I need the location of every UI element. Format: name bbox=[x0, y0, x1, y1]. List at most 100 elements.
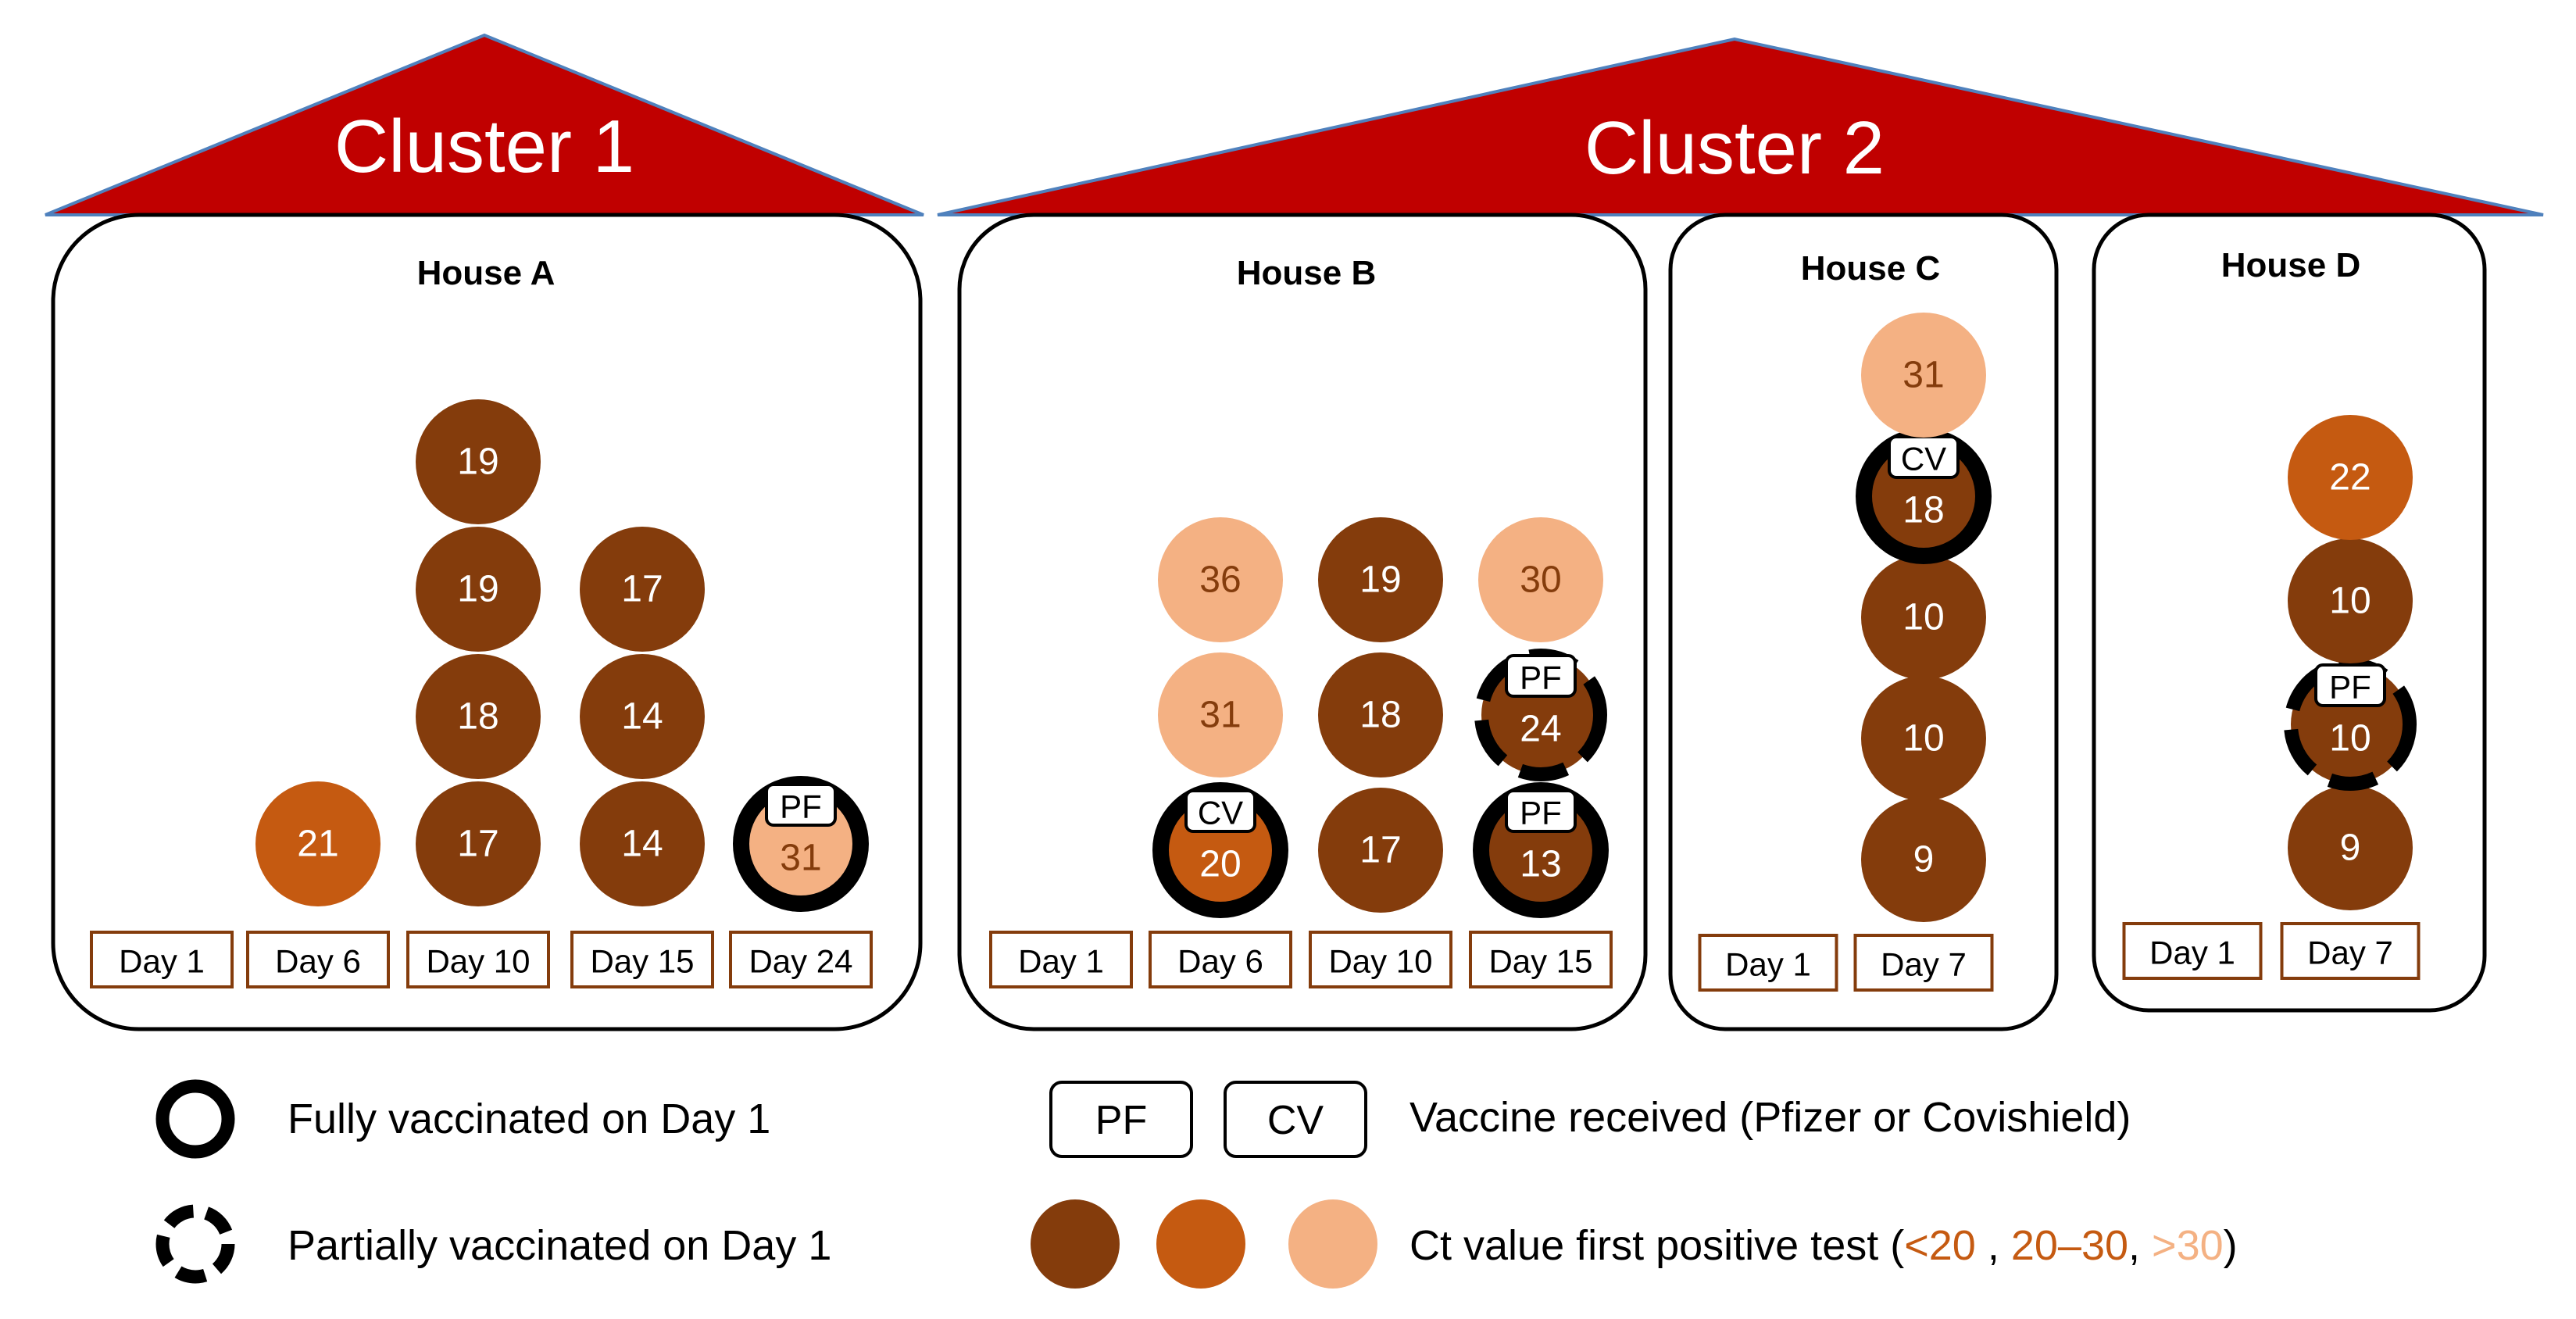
ct-value: 14 bbox=[621, 824, 663, 865]
house-b-day-label: Day 6 bbox=[1177, 943, 1263, 980]
house-b-case: 19 bbox=[1318, 517, 1443, 642]
house-a-day-label: Day 10 bbox=[426, 943, 530, 980]
cluster-1-label: Cluster 1 bbox=[334, 105, 634, 188]
house-c-day-label: Day 1 bbox=[1725, 946, 1811, 983]
case-circle bbox=[416, 527, 541, 652]
house-a-day-box bbox=[729, 931, 873, 988]
ct-value: 30 bbox=[1520, 559, 1561, 601]
vaccine-tag bbox=[1505, 654, 1577, 698]
case-circle bbox=[2288, 415, 2413, 540]
case-circle bbox=[416, 654, 541, 779]
house-b-day-box bbox=[1469, 931, 1613, 988]
house-a-case: 18 bbox=[416, 654, 541, 779]
legend-ct-sep2: , bbox=[2128, 1222, 2152, 1269]
house-a-case: 17 bbox=[580, 527, 705, 652]
ct-value: 19 bbox=[457, 441, 498, 483]
ct-value: 36 bbox=[1199, 559, 1241, 601]
house-a-day-label: Day 1 bbox=[119, 943, 205, 980]
case-circle bbox=[1861, 555, 1986, 680]
cluster-2-label: Cluster 2 bbox=[1585, 106, 1885, 190]
vaccine-tag-label: CV bbox=[1901, 441, 1946, 477]
case-circle bbox=[1158, 652, 1283, 777]
legend-ct-suffix: ) bbox=[2224, 1222, 2238, 1269]
ct-value: 18 bbox=[457, 696, 498, 738]
house-b-day-label: Day 1 bbox=[1018, 943, 1104, 980]
house-b-case: 31 bbox=[1158, 652, 1283, 777]
house-a-title: House A bbox=[417, 254, 556, 292]
house-c-case: 31 bbox=[1861, 313, 1986, 438]
case-circle bbox=[1318, 788, 1443, 913]
ct-value: 10 bbox=[1903, 597, 1944, 638]
legend-cv-tag-label: CV bbox=[1267, 1098, 1324, 1143]
house-a-day-label: Day 15 bbox=[590, 943, 694, 980]
legend-ct-mid-text: 20–30 bbox=[2011, 1222, 2128, 1269]
ct-value: 10 bbox=[2329, 718, 2371, 760]
house-c-day-label: Day 7 bbox=[1881, 946, 1967, 983]
case-circle bbox=[580, 781, 705, 906]
house-d-day-label: Day 1 bbox=[2149, 935, 2235, 971]
ct-value: 17 bbox=[457, 824, 498, 865]
legend-ct-label: Ct value first positive test (<20 , 20–3… bbox=[1409, 1222, 2238, 1269]
case-circle bbox=[580, 654, 705, 779]
case-circle bbox=[416, 781, 541, 906]
ct-value: 9 bbox=[1913, 839, 1935, 881]
vaccine-tag-label: PF bbox=[1520, 795, 1562, 831]
legend-vaccine-label: Vaccine received (Pfizer or Covishield) bbox=[1409, 1094, 2131, 1141]
ct-value: 24 bbox=[1520, 709, 1561, 750]
vaccine-tag bbox=[765, 783, 837, 827]
case-circle bbox=[1478, 517, 1603, 642]
house-c-day-box bbox=[1853, 934, 1994, 992]
house-a-day-box bbox=[406, 931, 550, 988]
case-circle bbox=[255, 781, 381, 906]
legend-pf-tag-label: PF bbox=[1095, 1098, 1147, 1143]
ct-value: 21 bbox=[297, 824, 338, 865]
legend-pf-tag bbox=[1049, 1081, 1193, 1158]
house-b-case: 36 bbox=[1158, 517, 1283, 642]
ct-value: 31 bbox=[1199, 695, 1241, 736]
house-d-day-label: Day 7 bbox=[2307, 935, 2393, 971]
legend-ct-sep1: , bbox=[1976, 1222, 2011, 1269]
case-circle bbox=[1318, 517, 1443, 642]
legend-ct-high-text: >30 bbox=[2152, 1222, 2224, 1269]
house-a-case: 17 bbox=[416, 781, 541, 906]
house-b-case: 17 bbox=[1318, 788, 1443, 913]
ct-value: 18 bbox=[1359, 695, 1401, 736]
ct-value: 17 bbox=[1359, 830, 1401, 871]
house-b-case: 18 bbox=[1318, 652, 1443, 777]
case-circle bbox=[1158, 517, 1283, 642]
house-b-title: House B bbox=[1237, 254, 1376, 292]
house-a-case: 19 bbox=[416, 399, 541, 524]
house-c-case: 9 bbox=[1861, 797, 1986, 922]
house-b-frame bbox=[957, 213, 1648, 1031]
ct-value: 10 bbox=[1903, 718, 1944, 760]
legend-full-label: Fully vaccinated on Day 1 bbox=[288, 1096, 770, 1142]
house-b-case: 13 PF bbox=[1473, 782, 1609, 918]
legend-ct-prefix: Ct value first positive test ( bbox=[1409, 1222, 1904, 1269]
ct-value: 19 bbox=[457, 569, 498, 610]
ct-value: 19 bbox=[1359, 559, 1401, 601]
house-a-case: 31 PF bbox=[733, 776, 869, 912]
house-d-day-box bbox=[2280, 922, 2421, 980]
house-c-day-box bbox=[1698, 934, 1838, 992]
house-a-frame bbox=[51, 213, 923, 1031]
house-a-case: 21 bbox=[255, 781, 381, 906]
house-b-day-box bbox=[1149, 931, 1292, 988]
house-a-case: 19 bbox=[416, 527, 541, 652]
vaccine-tag-label: PF bbox=[780, 788, 822, 825]
house-d-frame bbox=[2092, 213, 2487, 1013]
house-b-case: 30 bbox=[1478, 517, 1603, 642]
legend-cv-tag bbox=[1224, 1081, 1367, 1158]
vaccine-tag bbox=[1184, 789, 1256, 833]
house-a-day-box bbox=[90, 931, 234, 988]
legend-ct-high-swatch bbox=[1288, 1199, 1377, 1289]
case-circle bbox=[580, 527, 705, 652]
case-circle bbox=[1861, 797, 1986, 922]
ct-value: 31 bbox=[780, 838, 821, 879]
ct-value: 13 bbox=[1520, 844, 1561, 885]
ct-value: 31 bbox=[1903, 355, 1944, 396]
house-a-case: 14 bbox=[580, 781, 705, 906]
